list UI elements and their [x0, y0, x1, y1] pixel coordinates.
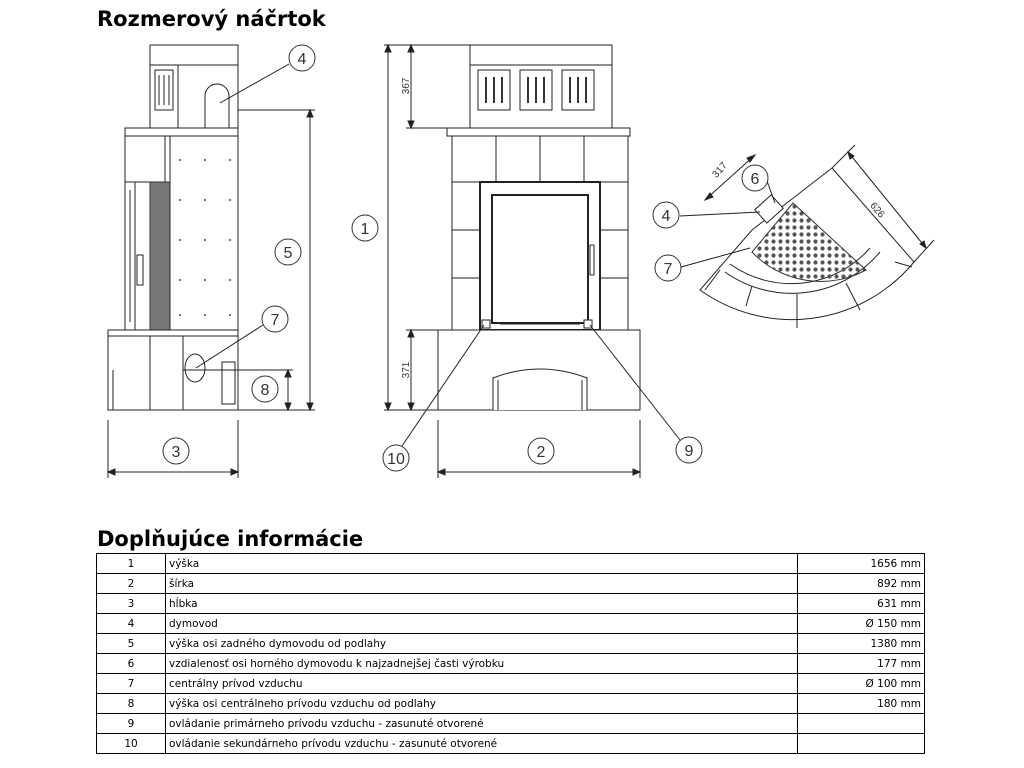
row-number: 4 [96, 613, 166, 634]
table-row: 8 výška osi centrálneho prívodu vzduchu … [96, 693, 925, 714]
callout-10: 10 [387, 451, 405, 468]
table-row: 4 dymovod Ø 150 mm [96, 613, 925, 634]
spec-table: 1 výška 1656 mm 2 šírka 892 mm 3 hĺbka 6… [96, 553, 925, 754]
info-title: Doplňujúce informácie [97, 527, 364, 551]
side-view: 4 5 7 8 3 [106, 44, 316, 478]
row-value [797, 733, 925, 754]
row-number: 6 [96, 653, 166, 674]
row-label: ovládanie sekundárneho prívodu vzduchu -… [165, 733, 798, 754]
callout-3: 3 [172, 444, 181, 461]
row-label: výška osi zadného dymovodu od podlahy [165, 633, 798, 654]
front-view: 1 2 10 9 367 371 [351, 43, 703, 478]
top-view: 6 4 7 317 626 [652, 144, 935, 328]
row-label: ovládanie primárneho prívodu vzduchu - z… [165, 713, 798, 734]
row-number: 3 [96, 593, 166, 614]
callout-5: 5 [284, 245, 293, 262]
row-label: výška osi centrálneho prívodu vzduchu od… [165, 693, 798, 714]
callout-6: 6 [751, 171, 760, 188]
row-number: 9 [96, 713, 166, 734]
callout-4-top: 4 [662, 208, 671, 225]
dim-367: 367 [401, 77, 412, 94]
callout-2: 2 [537, 444, 546, 461]
row-value: 177 mm [797, 653, 925, 674]
callout-7: 7 [271, 312, 280, 329]
table-row: 5 výška osi zadného dymovodu od podlahy … [96, 633, 925, 654]
row-number: 1 [96, 553, 166, 574]
row-number: 2 [96, 573, 166, 594]
row-label: výška [165, 553, 798, 574]
callout-9: 9 [685, 443, 694, 460]
table-row: 7 centrálny prívod vzduchu Ø 100 mm [96, 673, 925, 694]
table-row: 2 šírka 892 mm [96, 573, 925, 594]
top-flue-box [754, 194, 784, 224]
dimension-drawing: 4 5 7 8 3 [106, 43, 935, 478]
row-value: 1656 mm [797, 553, 925, 574]
row-value: 892 mm [797, 573, 925, 594]
table-row: 1 výška 1656 mm [96, 553, 925, 574]
row-value: 180 mm [797, 693, 925, 714]
callout-8: 8 [261, 382, 270, 399]
sketch-title: Rozmerový náčrtok [97, 7, 326, 31]
row-number: 7 [96, 673, 166, 694]
dim-371: 371 [401, 361, 412, 378]
dim-317: 317 [710, 160, 730, 180]
row-value: Ø 150 mm [797, 613, 925, 634]
row-value: 1380 mm [797, 633, 925, 654]
row-label: šírka [165, 573, 798, 594]
callout-4: 4 [298, 51, 307, 68]
table-row: 9 ovládanie primárneho prívodu vzduchu -… [96, 713, 925, 734]
row-label: hĺbka [165, 593, 798, 614]
row-value [797, 713, 925, 734]
row-label: dymovod [165, 613, 798, 634]
row-label: centrálny prívod vzduchu [165, 673, 798, 694]
central-air-inlet [184, 353, 206, 383]
row-label: vzdialenosť osi horného dymovodu k najza… [165, 653, 798, 674]
row-number: 8 [96, 693, 166, 714]
callout-7-top: 7 [664, 261, 673, 278]
table-row: 3 hĺbka 631 mm [96, 593, 925, 614]
row-number: 10 [96, 733, 166, 754]
row-value: 631 mm [797, 593, 925, 614]
table-row: 6 vzdialenosť osi horného dymovodu k naj… [96, 653, 925, 674]
row-value: Ø 100 mm [797, 673, 925, 694]
table-row: 10 ovládanie sekundárneho prívodu vzduch… [96, 733, 925, 754]
rear-flue-outlet [204, 83, 230, 128]
callout-1: 1 [361, 221, 370, 238]
row-number: 5 [96, 633, 166, 654]
firebox-grate [751, 202, 867, 282]
